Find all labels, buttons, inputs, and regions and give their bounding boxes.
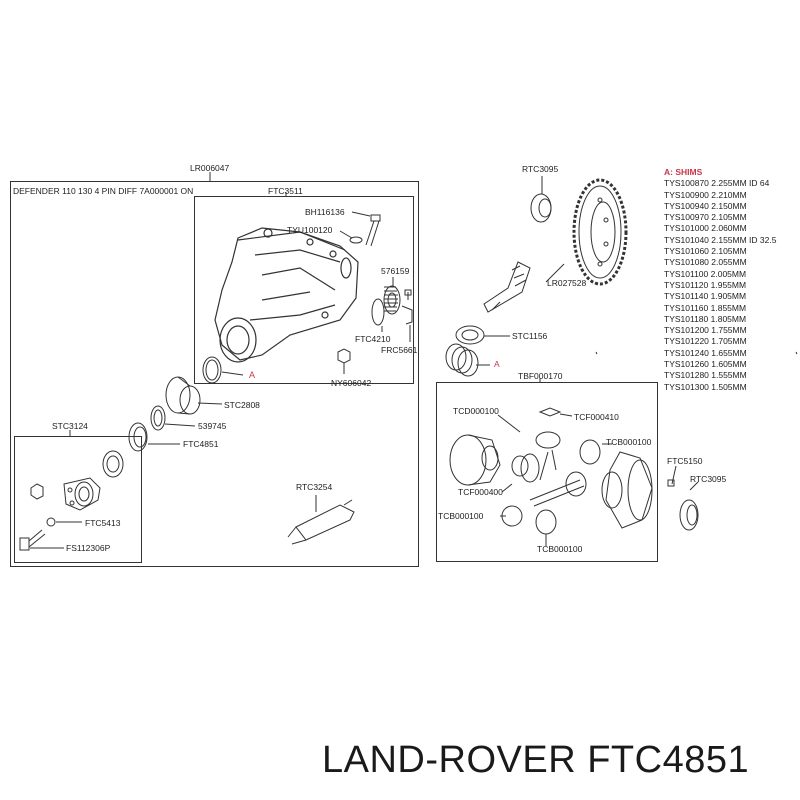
differential-subframe xyxy=(436,382,658,562)
tcb000100-bottom-label: TCB000100 xyxy=(537,544,583,554)
shim-item: TYS101100 2.005MM xyxy=(664,268,747,279)
tbf000170-label: TBF000170 xyxy=(518,371,563,381)
tcb000100-left-label: TCB000100 xyxy=(438,511,484,521)
pinion-flange-subframe xyxy=(14,436,142,563)
brand-part-caption: LAND-ROVER FTC4851 xyxy=(322,739,750,781)
ftc4851-label: FTC4851 xyxy=(183,439,219,449)
shim-item: TYS100940 2.150MM xyxy=(664,200,747,211)
fs112306p-label: FS112306P xyxy=(66,543,111,553)
shims-list: A: SHIMS TYS100870 2.255MM ID 64 TYS1009… xyxy=(664,167,776,393)
stc1156-label: STC1156 xyxy=(512,331,548,341)
tcd000100-label: TCD000100 xyxy=(453,406,499,416)
shims-title: A: SHIMS xyxy=(664,167,703,177)
rtc3254-label: RTC3254 xyxy=(296,482,333,492)
shim-item: TYS100970 2.105MM xyxy=(664,212,747,223)
outer-assembly-frame xyxy=(10,181,419,567)
bolt-bh116136 xyxy=(351,211,381,247)
shim-item: TYS101300 1.505MM xyxy=(664,381,747,392)
shim-item: TYS101120 1.955MM xyxy=(664,279,747,290)
ftc5413-label: FTC5413 xyxy=(85,518,121,528)
defender-caption: DEFENDER 110 130 4 PIN DIFF 7A000001 ON xyxy=(13,186,194,196)
frc5661-label: FRC5661 xyxy=(381,345,418,355)
shim-marker-a2: A xyxy=(494,359,500,369)
shim-item: TYS101000 2.060MM xyxy=(664,223,747,234)
pinion-gear-bearing xyxy=(371,277,401,326)
lr027528-label: LR027528 xyxy=(547,278,587,288)
576159-label: 576159 xyxy=(381,266,410,276)
stc3124-label: STC3124 xyxy=(52,421,88,431)
flange-bolt xyxy=(19,529,64,551)
shim-item: TYS101060 2.105MM xyxy=(664,246,747,257)
shim-item: TYS100870 2.255MM ID 64 xyxy=(664,178,770,189)
tcb000100-right-label: TCB000100 xyxy=(606,437,652,447)
ftc4210-label: FTC4210 xyxy=(355,334,391,344)
shim-item: TYS101200 1.755MM xyxy=(664,325,747,336)
sealant-tube xyxy=(287,495,355,545)
shim-marker-a: A xyxy=(249,370,255,380)
rtc3095-top-label: RTC3095 xyxy=(522,164,559,174)
stc2808-label: STC2808 xyxy=(224,400,260,410)
shim-item: TYS101160 1.855MM xyxy=(664,302,747,313)
ftc3511-label: FTC3511 xyxy=(268,186,303,196)
shim-item: TYS101280 1.555MM xyxy=(664,370,747,381)
shim-item: TYS101180 1.805MM xyxy=(664,313,747,324)
carrier-subframe xyxy=(194,196,414,384)
ny606042-label: NY606042 xyxy=(331,378,372,388)
carrier-housing xyxy=(214,227,359,363)
shim-item: TYS101080 2.055MM xyxy=(664,257,747,268)
shim-item: TYS101040 2.155MM ID 32.5 xyxy=(664,234,777,245)
tcf000410-label: TCF000410 xyxy=(574,412,619,422)
bh116136-label: BH116136 xyxy=(305,207,345,217)
ring-gear xyxy=(572,178,628,286)
shim-item: TYS101220 1.705MM xyxy=(664,336,747,347)
tcf000400-label: TCF000400 xyxy=(458,487,503,497)
pinion-flange xyxy=(63,477,101,511)
rtc3095-bottom-label: RTC3095 xyxy=(690,474,727,484)
shim-item: TYS101260 1.605MM xyxy=(664,359,747,370)
shim-item: TYS100900 2.210MM xyxy=(664,189,747,200)
shim-item: TYS101140 1.905MM xyxy=(664,291,747,302)
bearing-stc2808 xyxy=(165,376,223,415)
diff-case-right xyxy=(601,451,653,529)
spider-gears xyxy=(501,431,601,535)
shim-item: TYS101240 1.655MM xyxy=(664,347,747,358)
diff-case-left xyxy=(449,434,501,486)
539745-label: 539745 xyxy=(198,421,227,431)
pinion-shaft xyxy=(483,261,531,313)
ftc5150-label: FTC5150 xyxy=(667,456,703,466)
assembly-number-label: LR006047 xyxy=(190,163,230,173)
tyu100120-label: TYU100120 xyxy=(287,225,333,235)
